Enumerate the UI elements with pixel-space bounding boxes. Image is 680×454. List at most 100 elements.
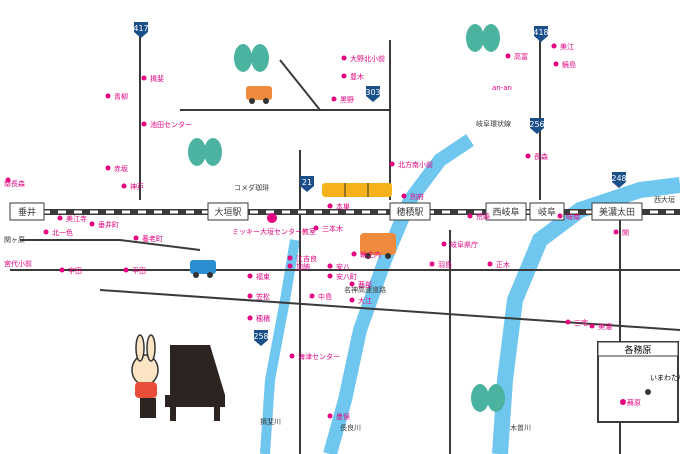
station-ogaki: 大垣駅: [207, 202, 249, 221]
svg-text:岐南: 岐南: [566, 212, 580, 221]
svg-text:岐阜県庁: 岐阜県庁: [450, 240, 478, 249]
inset-title: 各務原: [624, 344, 651, 356]
svg-text:248: 248: [611, 174, 626, 183]
train-icon: [322, 183, 392, 197]
svg-text:北一色: 北一色: [52, 228, 73, 237]
inset-map: 各務原 いまわたり 蘇原: [597, 341, 680, 423]
tree-icon: [234, 44, 269, 72]
svg-text:福束: 福束: [256, 272, 270, 281]
svg-text:中島: 中島: [318, 292, 332, 301]
svg-text:豊木: 豊木: [350, 72, 364, 81]
river-kiso: [492, 177, 680, 454]
svg-text:揖斐: 揖斐: [150, 74, 164, 83]
svg-text:江吉良: 江吉良: [296, 254, 317, 263]
svg-text:関: 関: [622, 229, 629, 237]
river-nagara: [323, 134, 474, 454]
shield-418: 418: [533, 26, 549, 42]
svg-text:黒野: 黒野: [340, 96, 354, 104]
svg-text:コメダ珈琲: コメダ珈琲: [234, 183, 269, 192]
svg-text:三宅: 三宅: [574, 318, 588, 327]
svg-text:258: 258: [253, 332, 268, 341]
svg-text:穂積駅: 穂積駅: [396, 206, 423, 218]
svg-text:南長森: 南長森: [4, 179, 25, 188]
tree-icon: [466, 24, 500, 52]
shield-248: 248: [611, 172, 627, 188]
svg-text:北方南小前: 北方南小前: [398, 160, 433, 169]
svg-text:平田: 平田: [132, 267, 146, 275]
svg-text:関ヶ原: 関ヶ原: [4, 236, 25, 244]
inset-school-label: いまわたり: [650, 374, 680, 382]
svg-text:揖斐川: 揖斐川: [260, 417, 281, 426]
svg-text:大垣駅: 大垣駅: [214, 206, 241, 218]
svg-text:西岐阜: 西岐阜: [492, 206, 519, 218]
svg-text:ミッキー大垣センター教室: ミッキー大垣センター教室: [232, 227, 316, 236]
svg-text:養老町: 養老町: [142, 234, 163, 243]
station-tarui: 垂井: [9, 202, 45, 221]
svg-text:21: 21: [302, 178, 312, 187]
station-minoota: 美濃太田: [591, 202, 643, 221]
svg-text:岐阜環状線: 岐阜環状線: [476, 119, 511, 128]
bus-icon: [360, 233, 396, 259]
car-icon: [246, 86, 272, 104]
svg-text:256: 256: [529, 120, 544, 129]
rabbit-piano-illustration: [131, 334, 225, 421]
svg-text:正木: 正木: [496, 260, 510, 269]
svg-text:宇田: 宇田: [68, 266, 82, 275]
trees: [188, 24, 505, 412]
tree-icon: [471, 384, 505, 412]
station-nishigifu: 西岐阜: [485, 202, 527, 221]
svg-text:本巣: 本巣: [336, 202, 350, 211]
svg-text:303: 303: [365, 88, 380, 97]
svg-text:加納: 加納: [296, 262, 310, 271]
svg-text:岐阜: 岐阜: [538, 206, 556, 218]
svg-text:417: 417: [133, 24, 148, 33]
svg-text:墨俣: 墨俣: [336, 412, 350, 421]
station-gifu: 岐阜: [529, 202, 565, 221]
svg-text:三本木: 三本木: [322, 224, 343, 233]
svg-text:美濃太田: 美濃太田: [599, 206, 635, 218]
svg-text:宮代小前: 宮代小前: [4, 259, 32, 268]
station-hozumi: 穂積駅: [389, 202, 431, 221]
svg-text:大野北小前: 大野北小前: [350, 54, 385, 63]
svg-text:西大垣: 西大垣: [654, 195, 675, 204]
svg-text:海津センター: 海津センター: [298, 352, 340, 361]
shield-258: 258: [253, 330, 269, 346]
svg-text:輪之内: 輪之内: [360, 250, 381, 259]
svg-text:茜部: 茜部: [358, 280, 372, 289]
highway-shields: 417 418 303 256 21 248 258 22: [133, 22, 627, 376]
svg-text:an-an: an-an: [492, 84, 512, 92]
svg-text:垂井: 垂井: [18, 206, 36, 218]
svg-text:木曽川: 木曽川: [510, 423, 531, 432]
shield-303: 303: [365, 86, 381, 102]
svg-text:穂積: 穂積: [256, 314, 270, 323]
svg-text:荒崎: 荒崎: [476, 212, 490, 221]
svg-text:笠松: 笠松: [256, 292, 270, 301]
svg-text:美江: 美江: [560, 42, 574, 51]
svg-text:高富: 高富: [514, 52, 528, 61]
svg-text:長森: 長森: [534, 152, 548, 161]
svg-text:青柳: 青柳: [114, 92, 128, 101]
place-labels: 揖斐 青柳 大野北小前 豊木 黒野 池田センター 北方南小前 南長森 赤坂 神戸…: [4, 42, 675, 432]
svg-text:羽島: 羽島: [438, 260, 452, 269]
svg-text:大江: 大江: [358, 296, 372, 305]
shield-417: 417: [133, 22, 149, 38]
svg-text:別府: 別府: [410, 192, 424, 201]
svg-text:神戸: 神戸: [130, 182, 144, 191]
inset-place-label: 蘇原: [627, 398, 641, 407]
svg-text:赤坂: 赤坂: [114, 164, 128, 173]
svg-text:418: 418: [533, 28, 548, 37]
svg-text:名神高速道路: 名神高速道路: [344, 285, 386, 294]
svg-text:垂井町: 垂井町: [98, 220, 119, 229]
svg-text:美江寺: 美江寺: [66, 214, 87, 223]
tree-icon: [188, 138, 222, 166]
svg-text:安八: 安八: [336, 262, 350, 271]
shield-21: 21: [300, 176, 314, 192]
stations: 垂井 大垣駅 穂積駅 西岐阜 岐阜 美濃太田: [9, 202, 643, 221]
car-icon: [190, 260, 216, 278]
svg-text:安八町: 安八町: [336, 272, 357, 281]
shield-256: 256: [529, 118, 545, 134]
svg-text:鏡島: 鏡島: [562, 60, 576, 69]
svg-text:長良川: 長良川: [340, 423, 361, 432]
svg-text:池田センター: 池田センター: [150, 120, 192, 129]
